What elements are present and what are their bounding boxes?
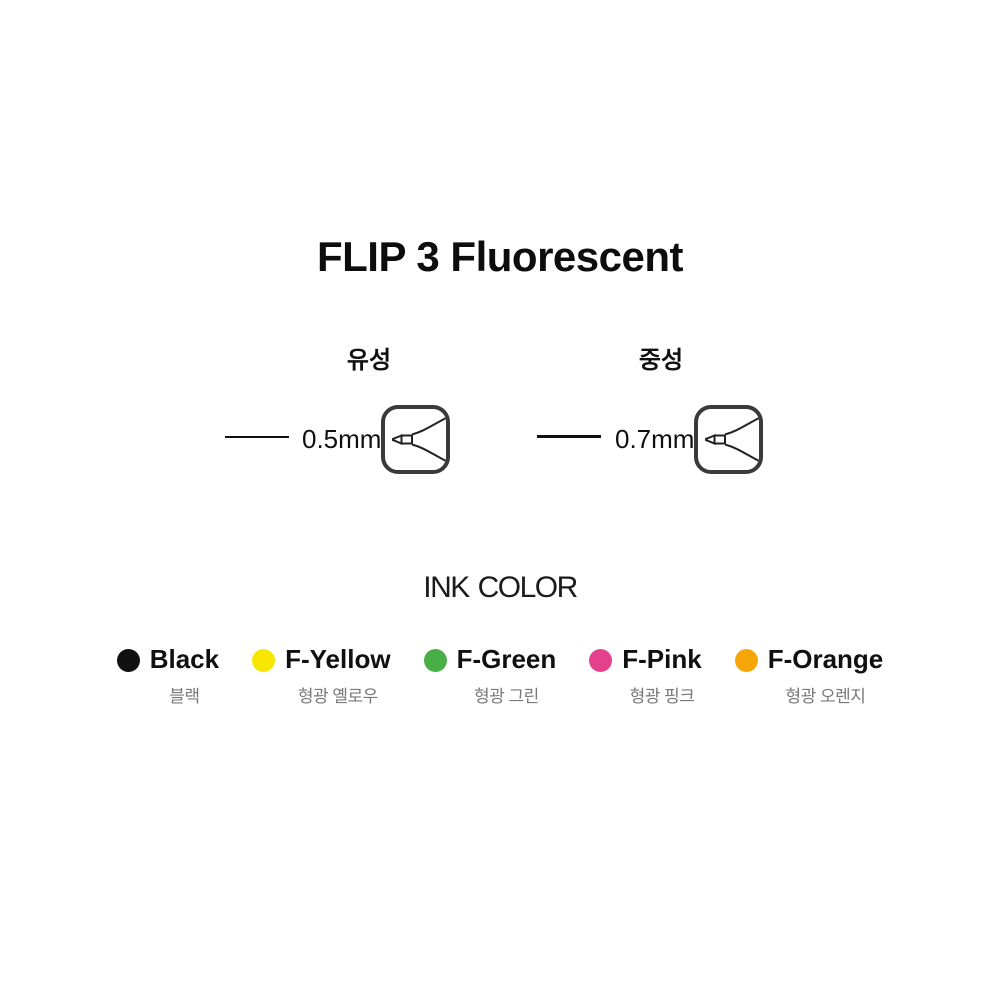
color-dot: [423, 649, 447, 672]
ballpoint-tip-icon: [392, 417, 446, 462]
ink-name: F-Green: [456, 644, 557, 674]
color-dot: [734, 649, 758, 672]
ink-swatch-f-yellow: F-Yellow 형광 옐로우: [252, 644, 391, 707]
stroke-sample-line-07mm: [537, 435, 601, 438]
ink-name: F-Pink: [622, 644, 702, 674]
ink-color-heading: INK COLOR: [423, 571, 578, 604]
pen-tip-icon: [694, 405, 763, 474]
tip-size-label-07mm: 0.7mm: [615, 424, 695, 454]
ink-name-korean: 블랙: [169, 686, 200, 706]
ink-color-list: Black 블랙 F-Yellow 형광 옐로우 F-Green 형광 그린 F…: [0, 644, 1000, 707]
ballpoint-tip-icon: [705, 417, 759, 462]
color-dot: [252, 649, 276, 672]
product-title: FLIP 3 Fluorescent: [317, 233, 684, 280]
color-dot: [116, 649, 140, 672]
pen-type-label-oil: 유성: [346, 347, 392, 374]
ink-name-korean: 형광 옐로우: [297, 686, 378, 706]
pen-tip-icon: [381, 405, 450, 474]
ink-name: F-Orange: [767, 644, 884, 674]
stroke-sample-line-05mm: [225, 436, 289, 438]
ink-swatch-black: Black 블랙: [116, 644, 220, 707]
color-dot: [589, 649, 613, 672]
ink-swatch-f-pink: F-Pink 형광 핑크: [589, 644, 702, 707]
ink-name-korean: 형광 핑크: [629, 686, 695, 706]
ink-name-korean: 형광 그린: [474, 686, 539, 706]
ink-name: Black: [149, 644, 220, 674]
ink-name-korean: 형광 오렌지: [785, 686, 866, 706]
tip-size-label-05mm: 0.5mm: [302, 424, 382, 454]
ink-swatch-f-green: F-Green 형광 그린: [423, 644, 557, 707]
ink-swatch-f-orange: F-Orange 형광 오렌지: [734, 644, 884, 707]
ink-name: F-Yellow: [285, 644, 391, 674]
pen-type-label-gel: 중성: [638, 347, 684, 374]
